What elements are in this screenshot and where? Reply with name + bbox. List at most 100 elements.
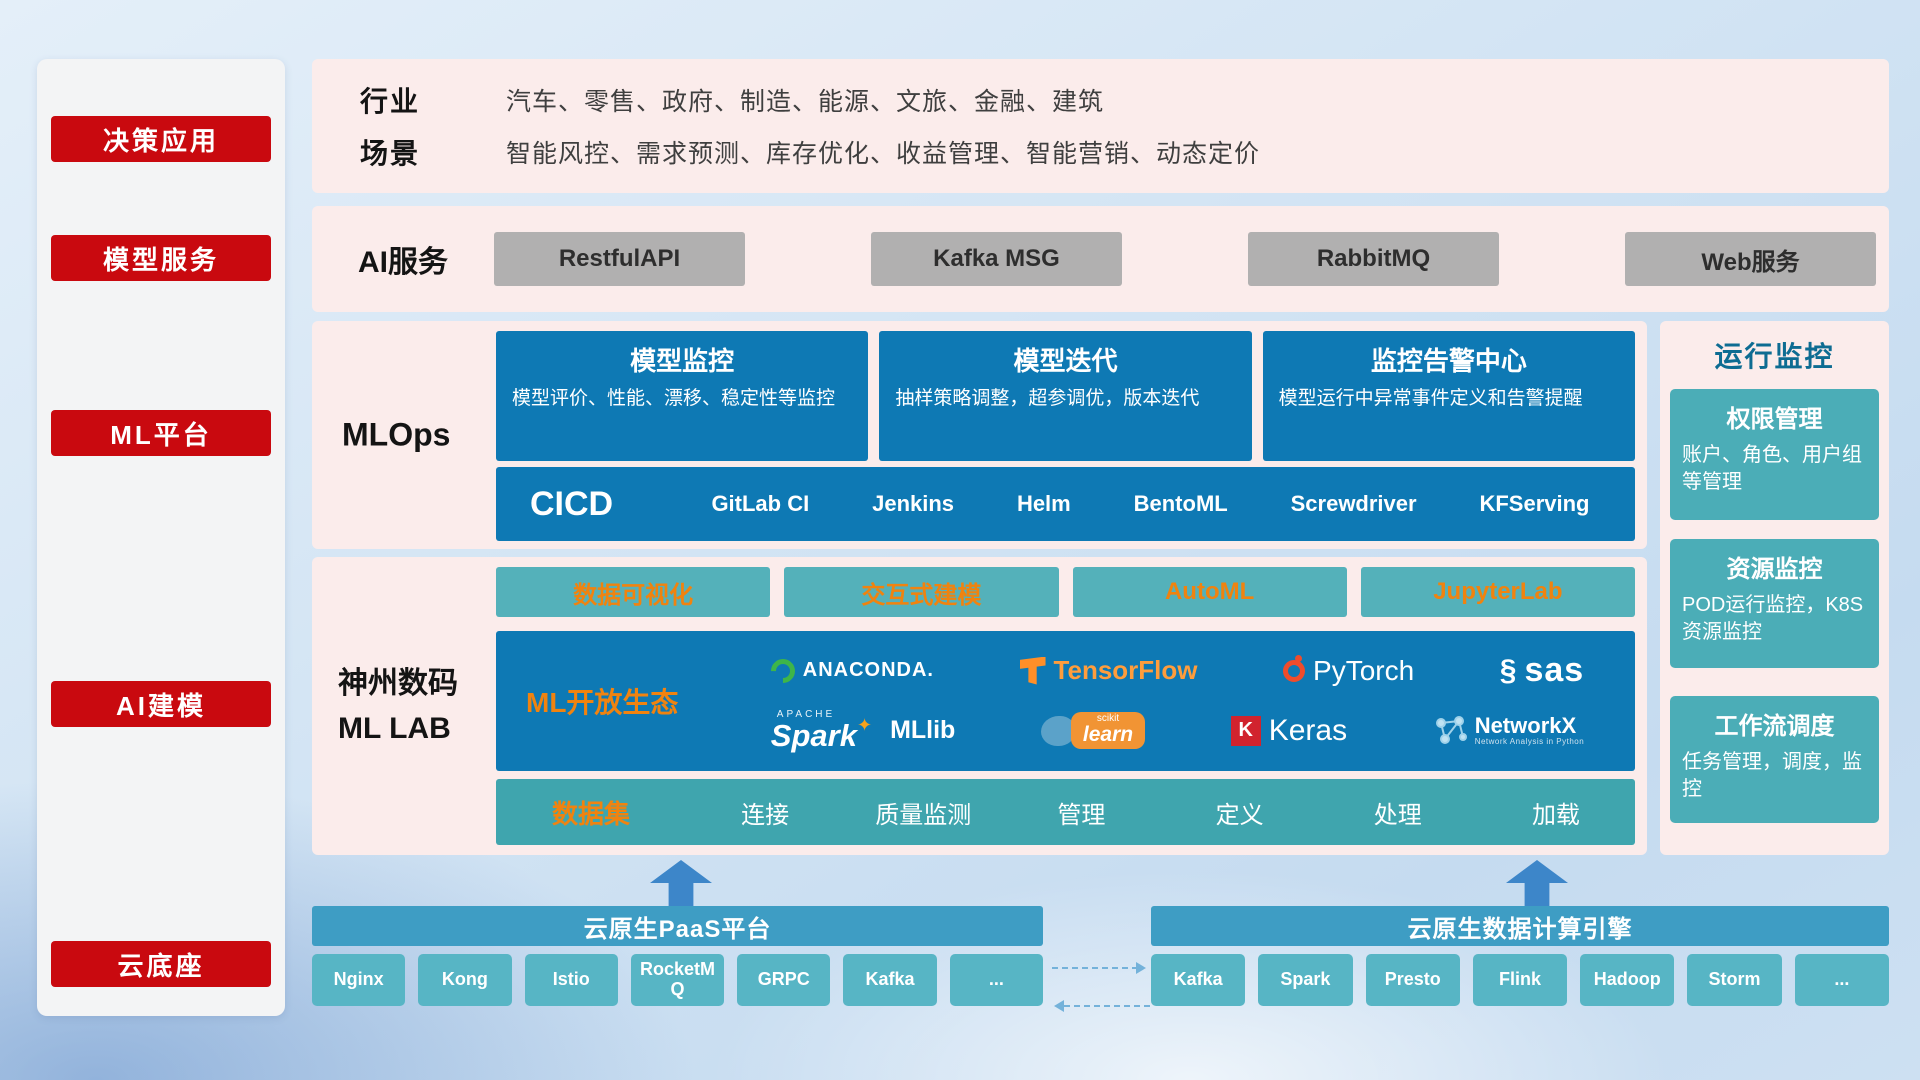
- card-desc: 任务管理，调度，监控: [1682, 751, 1862, 800]
- data-engine-bar: 云原生数据计算引擎: [1151, 906, 1889, 946]
- sas-logo: § sas: [1500, 651, 1584, 690]
- ml-lab-tools: 数据可视化 交互式建模 AutoML JupyterLab: [496, 567, 1635, 617]
- tech-hadoop: Hadoop: [1580, 954, 1675, 1006]
- ml-lab-label-line2: ML LAB: [338, 712, 451, 745]
- anaconda-logo: ANACONDA.: [765, 653, 934, 688]
- up-arrow-icon: [1506, 860, 1568, 906]
- sas-swirl-icon: §: [1499, 653, 1517, 687]
- card-desc: POD运行监控，K8S资源监控: [1682, 594, 1864, 643]
- logo-row-2: APACHE Spark ✦ MLlib scikit learn: [728, 710, 1627, 753]
- mlops-panel: MLOps 模型监控 模型评价、性能、漂移、稳定性等监控 模型迭代 抽样策略调整…: [312, 321, 1647, 549]
- tool-jenkins: Jenkins: [872, 491, 955, 516]
- dataset-step-manage: 管理: [1057, 801, 1106, 829]
- runtime-monitoring-panel: 运行监控 权限管理 账户、角色、用户组等管理 资源监控 POD运行监控，K8S资…: [1660, 321, 1889, 855]
- tensorflow-wordmark: TensorFlow: [1053, 655, 1198, 685]
- networkx-logo: NetworkX Network Analysis in Python: [1433, 713, 1585, 747]
- tool-automl: AutoML: [1072, 567, 1347, 617]
- scikit-label: scikit: [1096, 713, 1120, 724]
- keras-k-icon: K: [1230, 715, 1261, 746]
- dataset-step-quality: 质量监测: [875, 801, 972, 829]
- mlops-label: MLOps: [342, 416, 451, 453]
- card-title: 权限管理: [1726, 406, 1823, 433]
- ml-lab-label: 神州数码 ML LAB: [338, 661, 458, 751]
- card-title: 监控告警中心: [1370, 346, 1527, 376]
- up-arrow-icon: [650, 860, 712, 906]
- tech-flink: Flink: [1472, 954, 1568, 1006]
- card-alert-center: 监控告警中心 模型运行中异常事件定义和告警提醒: [1262, 331, 1635, 461]
- layer-ml-platform: ML平台: [51, 410, 271, 456]
- paas-platform-bar: 云原生PaaS平台: [312, 906, 1043, 946]
- cicd-label: CICD: [530, 484, 614, 523]
- dashed-arrowhead-right-icon: [1136, 962, 1146, 974]
- layer-ai-modeling: AI建模: [51, 681, 271, 727]
- cicd-tools: GitLab CI Jenkins Helm BentoML Screwdriv…: [680, 491, 1621, 517]
- layer-decision-apps: 决策应用: [51, 116, 271, 162]
- dataset-label: 数据集: [551, 798, 630, 829]
- scene-row: 场景 智能风控、需求预测、库存优化、收益管理、智能营销、动态定价: [360, 132, 1889, 172]
- card-title: 资源监控: [1726, 556, 1823, 583]
- spark-wordmark: Spark: [770, 718, 857, 753]
- card-model-iteration: 模型迭代 抽样策略调整，超参调优，版本迭代: [879, 331, 1252, 461]
- industry-row: 行业 汽车、零售、政府、制造、能源、文旅、金融、建筑: [360, 80, 1889, 120]
- dataset-step-define: 定义: [1215, 801, 1264, 829]
- card-title: 模型迭代: [1013, 346, 1118, 376]
- anaconda-icon: [765, 653, 800, 688]
- card-title: 工作流调度: [1714, 713, 1835, 740]
- scikit-blob-icon: [1040, 715, 1075, 746]
- tech-istio: Istio: [524, 954, 618, 1006]
- tool-kfserving: KFServing: [1479, 491, 1590, 516]
- service-restfulapi: RestfulAPI: [494, 232, 745, 286]
- tool-data-visualization: 数据可视化: [496, 567, 771, 617]
- ecosystem-logos: ANACONDA. TensorFlow PyTorch § sas: [728, 631, 1627, 771]
- tool-interactive-modeling: 交互式建模: [784, 567, 1059, 617]
- tensorflow-logo: TensorFlow: [1019, 655, 1198, 686]
- tool-helm: Helm: [1016, 491, 1071, 516]
- networkx-wordmark-stack: NetworkX Network Analysis in Python: [1474, 713, 1585, 747]
- card-permission-management: 权限管理 账户、角色、用户组等管理: [1670, 389, 1879, 520]
- left-layer-rail: 决策应用 模型服务 ML平台 AI建模 云底座: [37, 59, 285, 1016]
- card-title: 模型监控: [630, 346, 735, 376]
- industry-list: 汽车、零售、政府、制造、能源、文旅、金融、建筑: [506, 87, 1105, 116]
- ai-services-group: RestfulAPI Kafka MSG RabbitMQ Web服务: [494, 232, 1876, 286]
- tech-grpc: GRPC: [737, 954, 831, 1006]
- industry-scene-panel: 行业 汽车、零售、政府、制造、能源、文旅、金融、建筑 场景 智能风控、需求预测、…: [312, 59, 1889, 193]
- tech-more: ...: [949, 954, 1043, 1006]
- networkx-graph-icon: [1435, 716, 1467, 745]
- keras-logo: K Keras: [1230, 713, 1348, 748]
- ai-services-panel: AI服务 RestfulAPI Kafka MSG RabbitMQ Web服务: [312, 206, 1889, 312]
- tool-bentoml: BentoML: [1133, 491, 1228, 516]
- scikit-learn-badge: scikit learn: [1070, 712, 1146, 749]
- card-desc: 模型评价、性能、漂移、稳定性等监控: [512, 388, 836, 409]
- cicd-bar: CICD GitLab CI Jenkins Helm BentoML Scre…: [496, 467, 1635, 541]
- ecosystem-label: ML开放生态: [526, 687, 679, 718]
- ml-lab-panel: 神州数码 ML LAB 数据可视化 交互式建模 AutoML JupyterLa…: [312, 557, 1647, 855]
- card-resource-monitoring: 资源监控 POD运行监控，K8S资源监控: [1670, 539, 1879, 668]
- engine-tech-row: Kafka Spark Presto Flink Hadoop Storm ..…: [1151, 954, 1889, 1006]
- anaconda-wordmark: ANACONDA.: [802, 659, 934, 681]
- tech-presto: Presto: [1365, 954, 1460, 1006]
- pytorch-logo: PyTorch: [1283, 654, 1415, 687]
- tech-storm: Storm: [1687, 954, 1782, 1006]
- sas-wordmark: sas: [1524, 651, 1585, 689]
- service-rabbitmq: RabbitMQ: [1248, 232, 1499, 286]
- networkx-wordmark: NetworkX: [1474, 713, 1577, 738]
- dataset-step-process: 处理: [1373, 801, 1422, 829]
- dataset-step-connect: 连接: [741, 801, 790, 829]
- tool-screwdriver: Screwdriver: [1290, 491, 1417, 516]
- logo-row-1: ANACONDA. TensorFlow PyTorch § sas: [728, 651, 1627, 690]
- pytorch-wordmark: PyTorch: [1313, 654, 1415, 686]
- runtime-monitoring-title: 运行监控: [1714, 341, 1835, 372]
- tool-gitlab-ci: GitLab CI: [711, 491, 810, 516]
- mlops-cards: 模型监控 模型评价、性能、漂移、稳定性等监控 模型迭代 抽样策略调整，超参调优，…: [496, 331, 1635, 461]
- paas-tech-row: Nginx Kong Istio RocketMQ GRPC Kafka ...: [312, 954, 1043, 1006]
- service-web: Web服务: [1625, 232, 1876, 286]
- scene-label: 场景: [360, 138, 421, 170]
- tech-kafka: Kafka: [843, 954, 937, 1006]
- learn-wordmark: learn: [1082, 723, 1134, 746]
- spark-mllib-logo: APACHE Spark ✦ MLlib: [770, 710, 956, 753]
- keras-wordmark: Keras: [1268, 713, 1348, 747]
- layer-model-service: 模型服务: [51, 235, 271, 281]
- tech-rocketmq: RocketMQ: [630, 954, 725, 1006]
- scikit-learn-logo: scikit learn: [1040, 712, 1146, 749]
